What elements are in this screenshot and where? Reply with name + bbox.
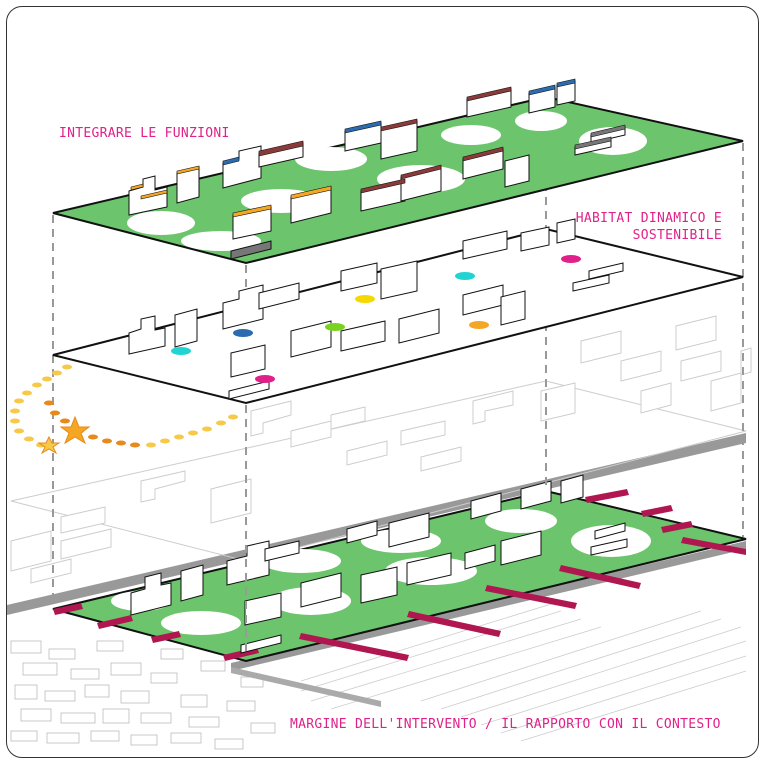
sun-icon (37, 415, 91, 455)
sun-path (10, 364, 238, 455)
label-habitat-line1: HABITAT DINAMICO E (575, 211, 722, 226)
dot-blue (233, 329, 253, 337)
middle-level (52, 218, 744, 405)
dot-green (325, 323, 345, 331)
dot-magenta-1 (255, 375, 275, 383)
diagram-frame: INTEGRARE LE FUNZIONI HABITAT DINAMICO E… (6, 6, 759, 758)
label-habitat: HABITAT DINAMICO E SOSTENIBILE (576, 210, 722, 244)
label-margin-context: MARGINE DELL'INTERVENTO / IL RAPPORTO CO… (290, 717, 721, 732)
label-integrate-functions: INTEGRARE LE FUNZIONI (59, 126, 230, 141)
dot-cyan-2 (455, 272, 475, 280)
ghost-level (10, 315, 752, 584)
ground-buildings (130, 474, 628, 654)
road-connectors (53, 489, 746, 661)
top-level (52, 78, 744, 265)
label-habitat-line2: SOSTENIBILE (632, 228, 722, 243)
context-city (10, 640, 276, 750)
dot-cyan-1 (171, 347, 191, 355)
dot-yellow (355, 295, 375, 303)
axonometric-diagram (7, 78, 752, 750)
field-stripes (300, 600, 747, 742)
dot-magenta-2 (561, 255, 581, 263)
dot-orange (469, 321, 489, 329)
